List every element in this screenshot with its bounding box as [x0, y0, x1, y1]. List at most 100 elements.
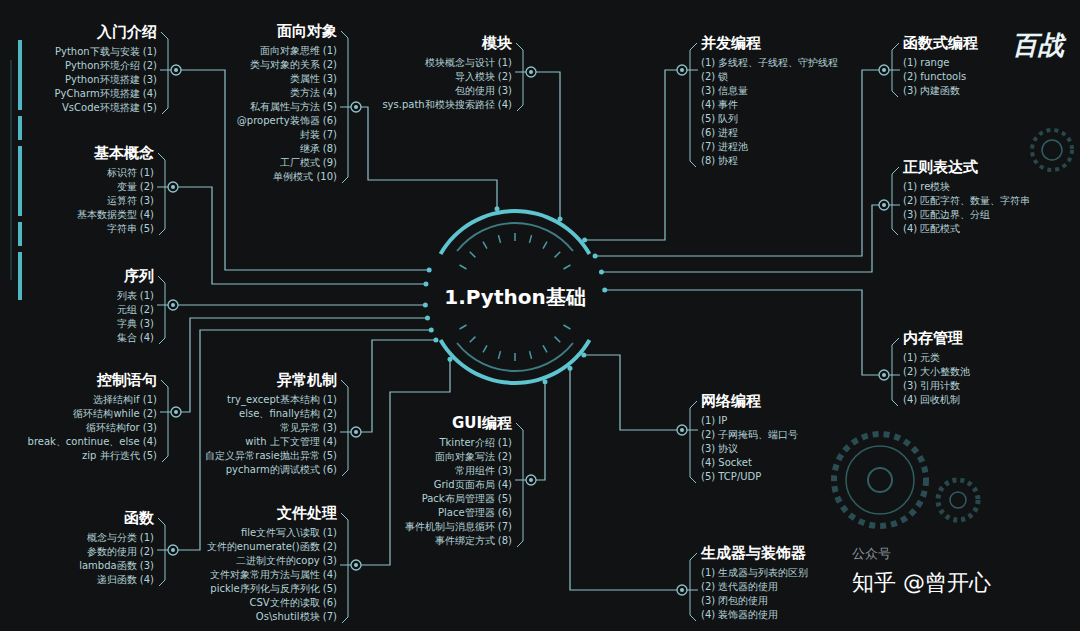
- connector: [515, 382, 545, 480]
- connector: [340, 107, 497, 209]
- list-item: (3) 协议: [701, 442, 798, 456]
- connector: [605, 290, 900, 375]
- hub-tick: [514, 353, 516, 361]
- group-heading: 基本概念: [77, 144, 154, 162]
- group-bracket: [158, 276, 165, 344]
- hub-tick: [514, 233, 516, 241]
- logo-text: 百战: [1012, 28, 1064, 63]
- group-bracket: [516, 43, 523, 111]
- topic-group: 并发编程(1) 多线程、子线程、守护线程(2) 锁(3) 信息量(4) 事件(5…: [698, 33, 841, 169]
- hub-arc: [439, 209, 591, 255]
- watermark: 公众号: [852, 545, 891, 563]
- group-bracket: [892, 167, 899, 235]
- side-bar: [18, 40, 22, 300]
- list-item: 单例模式 (10): [237, 170, 337, 184]
- hub-dot: [425, 316, 430, 321]
- hub-tick: [498, 351, 500, 359]
- group-bracket: [158, 518, 165, 586]
- group-heading: 序列: [117, 267, 154, 285]
- group-bracket: [892, 43, 899, 97]
- list-item: 文件对象常用方法与属性 (4): [207, 568, 337, 582]
- list-item: 自定义异常rasie抛出异常 (5): [205, 449, 337, 463]
- connector-dot: [351, 560, 361, 570]
- group-heading: 函数式编程: [903, 34, 978, 52]
- group-bracket: [892, 338, 899, 406]
- side-line: [11, 60, 12, 280]
- topic-group: 面向对象面向对象思维 (1)类与对象的关系 (2)类属性 (3)类方法 (4)私…: [234, 21, 340, 185]
- list-item: @property装饰器 (6): [237, 114, 337, 128]
- group-heading: 入门介绍: [55, 23, 157, 41]
- list-item: 循环结构for (3): [28, 421, 157, 435]
- list-item: Python环境介绍 (2): [55, 59, 157, 73]
- list-item: (1) re模块: [903, 180, 1030, 194]
- hub-tick: [470, 337, 476, 343]
- connector-dot: [879, 370, 889, 380]
- list-item: 模块概念与设计 (1): [382, 56, 512, 70]
- list-item: 递归函数 (4): [79, 573, 154, 587]
- list-item: (5) TCP/UDP: [701, 470, 798, 484]
- topic-group: 异常机制try_except基本结构 (1)else、finally结构 (2)…: [202, 370, 340, 478]
- group-bracket: [690, 43, 697, 167]
- list-item: (8) 协程: [701, 154, 838, 168]
- watermark: 知乎 @曾开心: [852, 568, 991, 598]
- group-bracket: [161, 32, 168, 114]
- connector-dot: [168, 182, 178, 192]
- hub-tick: [529, 235, 531, 243]
- group-heading: 文件处理: [207, 504, 337, 522]
- hub-dot: [423, 303, 428, 308]
- list-item: 私有属性与方法 (5): [237, 100, 337, 114]
- list-item: (7) 进程池: [701, 140, 838, 154]
- list-item: (5) 队列: [701, 112, 838, 126]
- list-item: 字符串 (5): [77, 222, 154, 236]
- list-item: 选择结构if (1): [28, 393, 157, 407]
- connector-dot: [351, 102, 361, 112]
- list-item: pycharm的调试模式 (6): [205, 463, 337, 477]
- group-heading: 生成器与装饰器: [701, 544, 808, 562]
- hub-arc: [439, 339, 591, 385]
- hub-tick: [543, 242, 547, 249]
- list-item: 类与对象的关系 (2): [237, 58, 337, 72]
- list-item: 类方法 (4): [237, 86, 337, 100]
- topic-group: 模块模块概念与设计 (1)导入模块 (2)包的使用 (3)sys.path和模块…: [379, 33, 515, 113]
- list-item: (1) 元类: [903, 351, 970, 365]
- list-item: (3) 信息量: [701, 84, 838, 98]
- list-item: (2) 迭代器的使用: [701, 580, 808, 594]
- group-heading: 异常机制: [205, 371, 337, 389]
- topic-group: 正则表达式(1) re模块(2) 匹配字符、数量、字符串(3) 匹配边界、分组(…: [900, 157, 1033, 237]
- list-item: Grid页面布局 (4): [405, 478, 512, 492]
- topic-group: 序列列表 (1)元组 (2)字典 (3)集合 (4): [114, 266, 157, 346]
- connector-dot: [351, 427, 361, 437]
- hub-dot: [433, 338, 438, 343]
- list-item: (4) 回收机制: [903, 393, 970, 407]
- list-item: 事件机制与消息循环 (7): [405, 520, 512, 534]
- list-item: (2) 子网掩码、端口号: [701, 428, 798, 442]
- group-heading: 面向对象: [237, 22, 337, 40]
- list-item: Os\shutil模块 (7): [207, 610, 337, 624]
- list-item: try_except基本结构 (1): [205, 393, 337, 407]
- list-item: 类属性 (3): [237, 72, 337, 86]
- list-item: 常用组件 (3): [405, 464, 512, 478]
- list-item: with 上下文管理 (4): [205, 435, 337, 449]
- list-item: sys.path和模块搜索路径 (4): [382, 98, 512, 112]
- group-bracket: [516, 423, 523, 547]
- connector-dot: [168, 300, 178, 310]
- connector: [340, 340, 436, 432]
- group-heading: 正则表达式: [903, 158, 1030, 176]
- list-item: 运算符 (3): [77, 194, 154, 208]
- connector-dot: [677, 585, 687, 595]
- topic-group: 网络编程(1) IP(2) 子网掩码、端口号(3) 协议(4) Socket(5…: [698, 391, 801, 485]
- hub-dot: [429, 328, 434, 333]
- hub-tick: [555, 252, 561, 258]
- list-item: 文件的enumerate()函数 (2): [207, 540, 337, 554]
- list-item: 面向对象思维 (1): [237, 44, 337, 58]
- connector-dot: [526, 67, 536, 77]
- hub-tick: [460, 265, 467, 269]
- list-item: Place管理器 (6): [405, 506, 512, 520]
- list-item: (2) 匹配字符、数量、字符串: [903, 194, 1030, 208]
- group-bracket: [341, 380, 348, 476]
- list-item: 事件绑定方式 (8): [405, 534, 512, 548]
- list-item: 集合 (4): [117, 331, 154, 345]
- list-item: 面向对象写法 (2): [405, 450, 512, 464]
- list-item: (2) 大小整数池: [903, 365, 970, 379]
- list-item: (3) 内建函数: [903, 84, 978, 98]
